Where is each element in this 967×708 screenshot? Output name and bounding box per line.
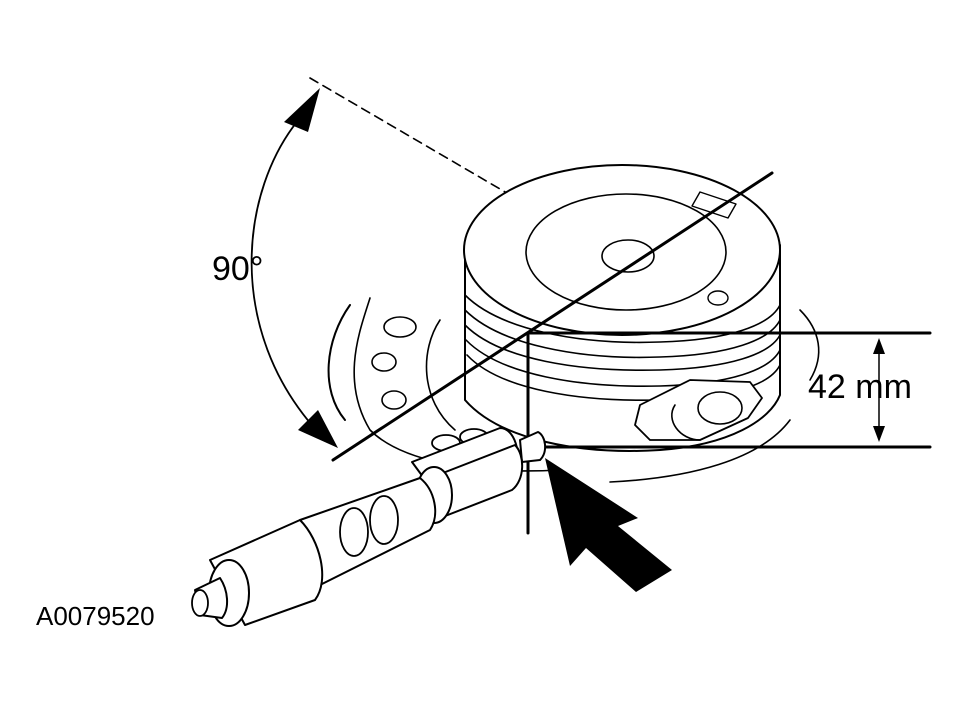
rod-bolt-hole: [383, 316, 417, 338]
rod-bolt-hole: [381, 390, 407, 410]
ring-groove: [464, 294, 781, 344]
pin-bore: [697, 391, 743, 425]
dimension-arrowhead-up: [873, 338, 885, 354]
reference-code-label: A0079520: [36, 601, 155, 631]
dimension-label: 42 mm: [808, 368, 912, 406]
piston-crown-center: [601, 239, 655, 273]
measurement-point-arrow: [545, 458, 672, 592]
dimension-arrowhead-down: [873, 426, 885, 442]
valve-relief: [707, 290, 729, 306]
rod-bolt-hole: [371, 352, 397, 372]
piston: [463, 164, 781, 452]
angle-arrowhead-bottom: [298, 410, 338, 448]
angle-label: 90°: [212, 250, 264, 288]
ring-groove: [464, 309, 781, 359]
measurement-axis-line: [331, 171, 774, 462]
angle-arrowhead-top: [284, 88, 320, 132]
ring-groove: [465, 339, 781, 387]
micrometer: [191, 427, 546, 627]
angle-arc: [250, 117, 319, 433]
piston-crown-recess: [525, 193, 727, 311]
piston-crown: [463, 164, 781, 336]
orientation-mark: [691, 191, 737, 219]
